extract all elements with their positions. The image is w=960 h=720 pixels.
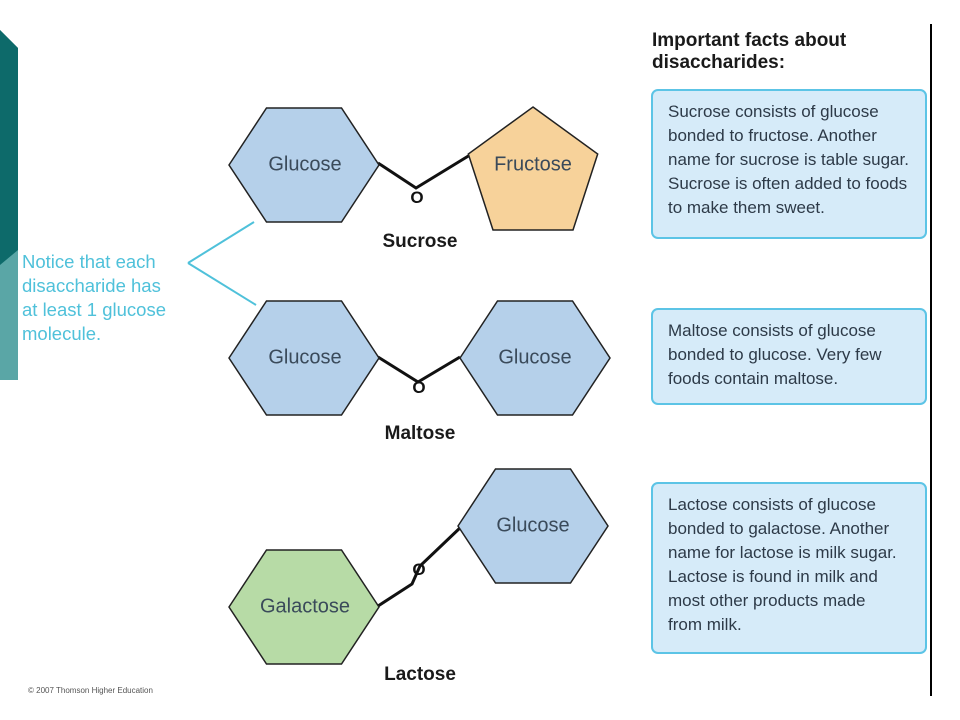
sucrose-right-label: Fructose (494, 153, 572, 176)
notice-pointer-to-sucrose (187, 221, 255, 264)
lactose-oxygen-label: O (412, 560, 426, 579)
notice-line: Notice that each (22, 251, 156, 272)
lactose-left-label: Galactose (259, 595, 351, 618)
sucrose-fact-box: Sucrose consists of glucose bonded to fr… (651, 89, 927, 239)
maltose-glycosidic-bond (377, 355, 461, 384)
notice-line: disaccharide has (22, 275, 161, 296)
facts-heading-line1: Important facts about (652, 30, 847, 51)
sucrose-glucose-ring (228, 107, 380, 223)
maltose-oxygen-label: O (412, 378, 426, 397)
facts-heading-line2: disaccharides: (652, 52, 786, 73)
maltose-caption: Maltose (384, 423, 456, 444)
sucrose-glycosidic-bond (377, 153, 471, 190)
fact-line: Lactose is found in milk and (668, 567, 878, 586)
notice-callout: Notice that each disaccharide has at lea… (22, 250, 222, 346)
sucrose-left-label: Glucose (268, 153, 342, 176)
lactose-caption: Lactose (384, 664, 456, 685)
slide-accent-dark (0, 30, 18, 265)
lactose-right-label: Glucose (496, 514, 570, 537)
fact-line: most other products made (668, 591, 866, 610)
maltose-right-label: Glucose (498, 346, 572, 369)
maltose-glucose-ring-left (228, 300, 380, 416)
fact-line: bonded to glucose. Very few (668, 345, 882, 364)
fact-line: to make them sweet. (668, 198, 825, 217)
fact-line: foods contain maltose. (668, 369, 839, 388)
maltose-left-label: Glucose (268, 346, 342, 369)
lactose-fact-box: Lactose consists of glucose bonded to ga… (651, 482, 927, 654)
vertical-divider (930, 24, 932, 696)
sucrose-fructose-ring (467, 106, 599, 231)
facts-heading: Important facts about disaccharides: (652, 30, 922, 74)
notice-line: at least 1 glucose (22, 299, 166, 320)
sucrose-caption: Sucrose (382, 231, 458, 252)
fact-line: bonded to fructose. Another (668, 126, 877, 145)
maltose-fact-box: Maltose consists of glucose bonded to gl… (651, 308, 927, 405)
lactose-glucose-ring (457, 468, 609, 584)
fact-line: name for sucrose is table sugar. (668, 150, 909, 169)
fact-line: name for lactose is milk sugar. (668, 543, 897, 562)
fact-line: Lactose consists of glucose (668, 495, 876, 514)
notice-line: molecule. (22, 323, 102, 344)
lactose-glycosidic-bond (377, 524, 464, 608)
fact-line: Sucrose is often added to foods (668, 174, 908, 193)
copyright-notice: © 2007 Thomson Higher Education (28, 686, 153, 695)
lactose-galactose-ring (228, 549, 380, 665)
slide-accent-lower (0, 290, 18, 375)
fact-line: bonded to galactose. Another (668, 519, 890, 538)
fact-line: Maltose consists of glucose (668, 321, 876, 340)
fact-line: from milk. (668, 615, 742, 634)
sucrose-oxygen-label: O (410, 188, 424, 207)
notice-pointer-to-maltose (187, 262, 257, 306)
maltose-glucose-ring-right (459, 300, 611, 416)
fact-line: Sucrose consists of glucose (668, 102, 879, 121)
